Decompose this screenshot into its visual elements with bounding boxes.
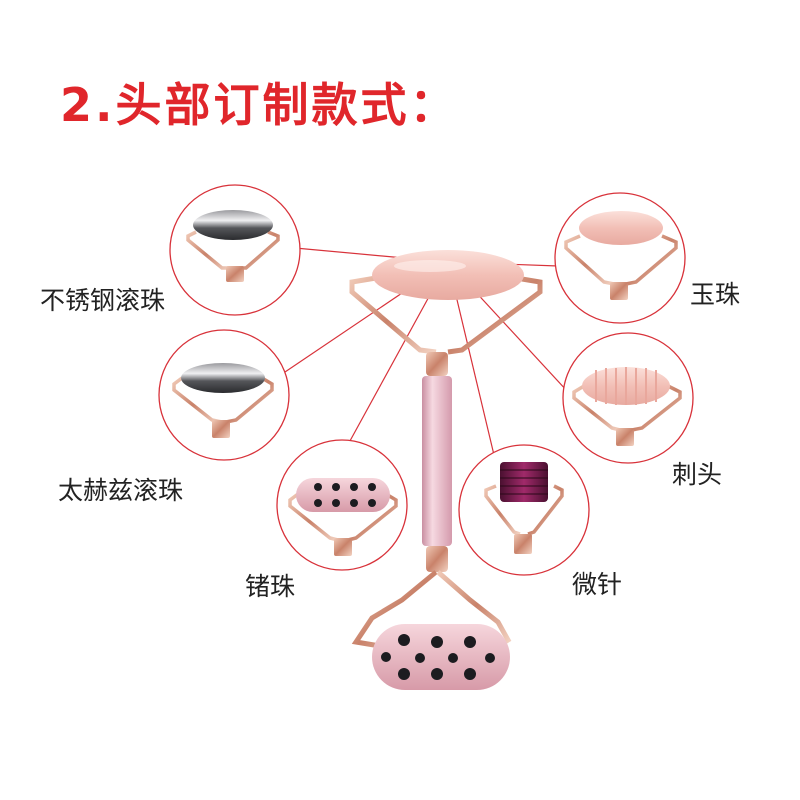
label-stainless-steel: 不锈钢滚珠: [40, 286, 166, 315]
option-spike: [562, 332, 694, 464]
page-title: 2.头部订制款式：: [60, 78, 459, 132]
option-jade: [554, 192, 686, 324]
option-germanium: [276, 439, 408, 571]
option-microneedle: [458, 444, 590, 576]
label-microneedle: 微针: [572, 570, 623, 599]
option-stainless-steel: [169, 184, 301, 316]
main-roller: [349, 250, 543, 690]
label-terahertz: 太赫兹滚珠: [58, 476, 184, 505]
label-spike: 刺头: [672, 460, 723, 489]
label-germanium: 锗珠: [245, 572, 296, 601]
option-terahertz: [158, 329, 290, 461]
label-jade: 玉珠: [690, 280, 741, 309]
